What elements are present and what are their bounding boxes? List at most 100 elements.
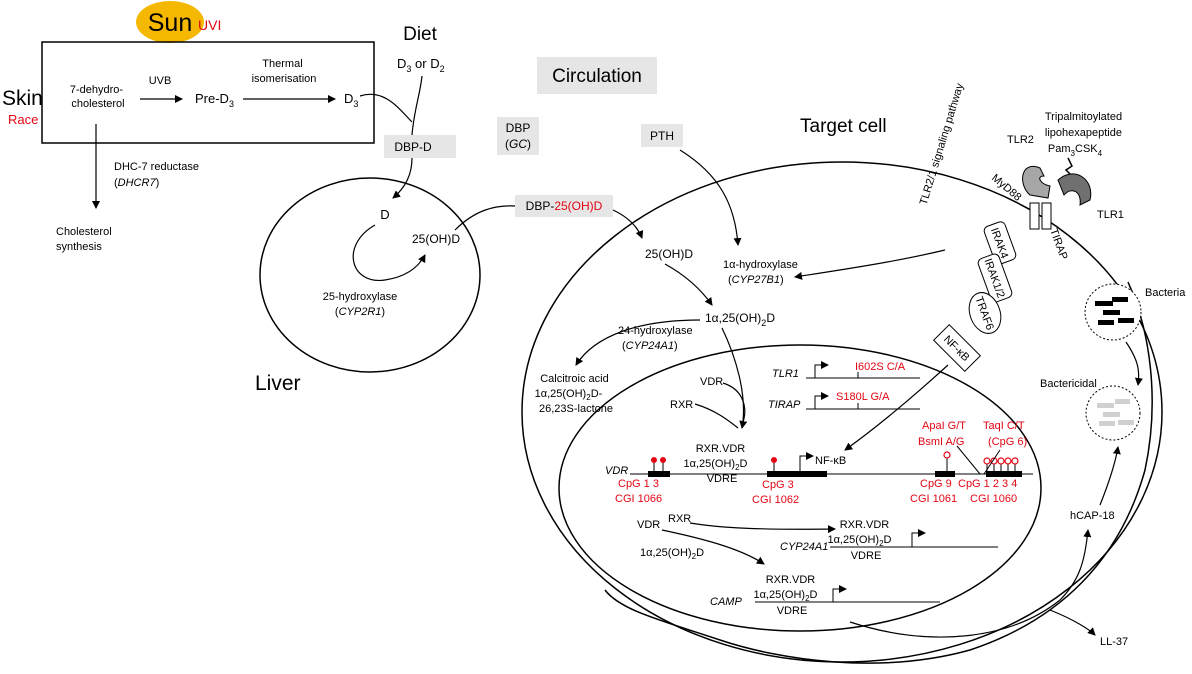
- cpg3-label: CpG 3: [762, 479, 794, 491]
- d3-label: D3: [344, 91, 358, 109]
- bacterium-rod: [1118, 318, 1134, 323]
- uvb-label: UVB: [149, 75, 172, 87]
- cell-calcitriol-label: 1α,25(OH)2D: [705, 311, 775, 328]
- bsmi-label: BsmI A/G: [918, 436, 964, 448]
- dead-bacterium: [1097, 403, 1114, 408]
- to-camp-arrow: [661, 529, 765, 565]
- taqi-pointer: [983, 449, 1001, 475]
- vdr-complex-label: RXR.VDR 1α,25(OH)2D VDRE: [683, 443, 750, 485]
- cyp24a1-gene-label: CYP24A1: [780, 541, 828, 553]
- pth-box: [641, 124, 683, 147]
- calcitriol-to-nucleus-arrow: [721, 327, 748, 429]
- cyp24a1-label: (CYP24A1): [622, 340, 678, 352]
- cpg1234-label: CpG 1 2 3 4: [958, 478, 1017, 490]
- diet-to-dbp-curve: [411, 75, 423, 136]
- d3-to-dbp-curve: [359, 93, 413, 123]
- dbp-gc-line1: DBP: [506, 121, 531, 135]
- bacterium-rod: [1095, 301, 1113, 306]
- bacterium-rod: [1103, 310, 1120, 315]
- tlr2-receptor-icon: [1022, 165, 1051, 199]
- rxr-protein-label-2: RXR: [668, 513, 691, 525]
- diet-d3-or-d2: D3 or D2: [397, 56, 445, 74]
- dead-bacterium: [1118, 420, 1134, 425]
- hcap-label: hCAP-18: [1070, 510, 1115, 522]
- sun-label: Sun: [148, 9, 192, 37]
- tirap-promoter-arrow: [814, 392, 829, 409]
- bacterium-rod: [1098, 320, 1114, 325]
- cpg6-label: (CpG 6): [988, 436, 1027, 448]
- apai-label: ApaI G/T: [922, 420, 966, 432]
- liver-cell: [259, 177, 481, 373]
- cpg-1060-lollipops: [983, 457, 1019, 471]
- dbp-25ohd-label: DBP-25(OH)D: [526, 199, 603, 213]
- liver-label: Liver: [255, 372, 301, 395]
- bacteria-curve: [604, 281, 1153, 664]
- i602s-label: I602S C/A: [855, 361, 906, 373]
- camp-to-hcap-arrow: [849, 529, 1092, 638]
- taqi-label: TaqI C/T: [983, 420, 1025, 432]
- hcap-to-bactericidal-arrow: [1099, 446, 1121, 506]
- tlr-to-hydroxylase-arrow: [794, 249, 946, 280]
- tlr1-promoter-arrow: [814, 361, 829, 378]
- dehydro-label: 7-dehydro- cholesterol: [70, 84, 126, 110]
- liver-cyp2r1-label: (CYP2R1): [335, 306, 385, 318]
- vdr-promoter-arrow: [799, 452, 814, 471]
- rxr-protein-label-1: RXR: [670, 399, 693, 411]
- liver-25ohd-label: 25(OH)D: [412, 232, 460, 246]
- vdr-exon-2: [767, 471, 827, 477]
- bacteria-label: Bacteria: [1145, 287, 1186, 299]
- irak4-box: IRAK4: [983, 221, 1017, 265]
- circulation-label: Circulation: [552, 66, 642, 87]
- tlr2-label: TLR2: [1007, 134, 1034, 146]
- dbp25-to-cell-arrow: [612, 209, 644, 239]
- nucleus: [558, 344, 1042, 632]
- dbp-d-label: DBP-D: [394, 140, 432, 154]
- s180l-label: S180L G/A: [836, 391, 890, 403]
- calcitriol-nuc-label: 1α,25(OH)2D: [640, 547, 704, 561]
- liver-d-label: D: [380, 207, 389, 222]
- d-to-25ohd-curve: [352, 224, 426, 281]
- skin-label: Skin: [2, 87, 43, 110]
- pth-label: PTH: [650, 129, 674, 143]
- race-label: Race: [8, 112, 38, 127]
- pre-d3-label: Pre-D3: [195, 91, 234, 109]
- target-cell-label: Target cell: [800, 116, 887, 137]
- tlr1-receptor-icon: [1057, 173, 1092, 206]
- ll37-label: LL-37: [1100, 636, 1128, 648]
- hyd24-label: 24-hydroxylase: [618, 325, 693, 337]
- bacteria-to-bactericidal-arrow: [1125, 341, 1143, 386]
- vdr-protein-label-1: VDR: [700, 376, 723, 388]
- dead-bacterium: [1115, 399, 1130, 404]
- cpg13-label: CpG 1 3: [618, 478, 659, 490]
- dhcr7-label: (DHCR7): [114, 177, 159, 189]
- cgi1066-label: CGI 1066: [615, 493, 662, 505]
- rxr-to-complex-curve: [694, 403, 739, 429]
- unmethylated-cpg-icon: [943, 451, 951, 459]
- alpha-hydroxylase-label: 1α-hydroxylase: [723, 259, 798, 271]
- dbp-d-to-liver-arrow: [392, 157, 413, 199]
- bacterium-rod: [1112, 297, 1128, 302]
- camp-complex-label: RXR.VDR 1α,25(OH)2D VDRE: [753, 574, 820, 617]
- thermal-label: Thermal isomerisation: [252, 58, 317, 85]
- calcitriol-to-calcitroic-arrow: [575, 319, 701, 366]
- methylated-cpg-icon: [771, 457, 777, 463]
- nfkb-cyto-box: NF-κB: [932, 323, 982, 373]
- skin-box: [41, 41, 375, 144]
- tlr1-gene-label: TLR1: [772, 368, 799, 380]
- vdr-exon-4: [986, 471, 1022, 477]
- cyp27b1-label: (CYP27B1): [728, 274, 784, 286]
- dhc-label: DHC-7 reductase: [114, 161, 199, 173]
- apai-pointer: [956, 445, 981, 475]
- sun-icon: [136, 1, 204, 43]
- tirap-gene-label: TIRAP: [768, 399, 801, 411]
- cgi1062-label: CGI 1062: [752, 494, 799, 506]
- cyp24a1-complex-label: RXR.VDR 1α,25(OH)2D VDRE: [827, 519, 894, 562]
- cpg9-label: CpG 9: [920, 478, 952, 490]
- cgi1061-label: CGI 1061: [910, 493, 957, 505]
- tirap-box: [1041, 202, 1052, 230]
- tirap-label: TIRAP: [1047, 227, 1069, 262]
- diet-label: Diet: [403, 24, 438, 45]
- bactericidal-label: Bactericidal: [1040, 378, 1097, 390]
- camp-gene-label: CAMP: [710, 596, 742, 608]
